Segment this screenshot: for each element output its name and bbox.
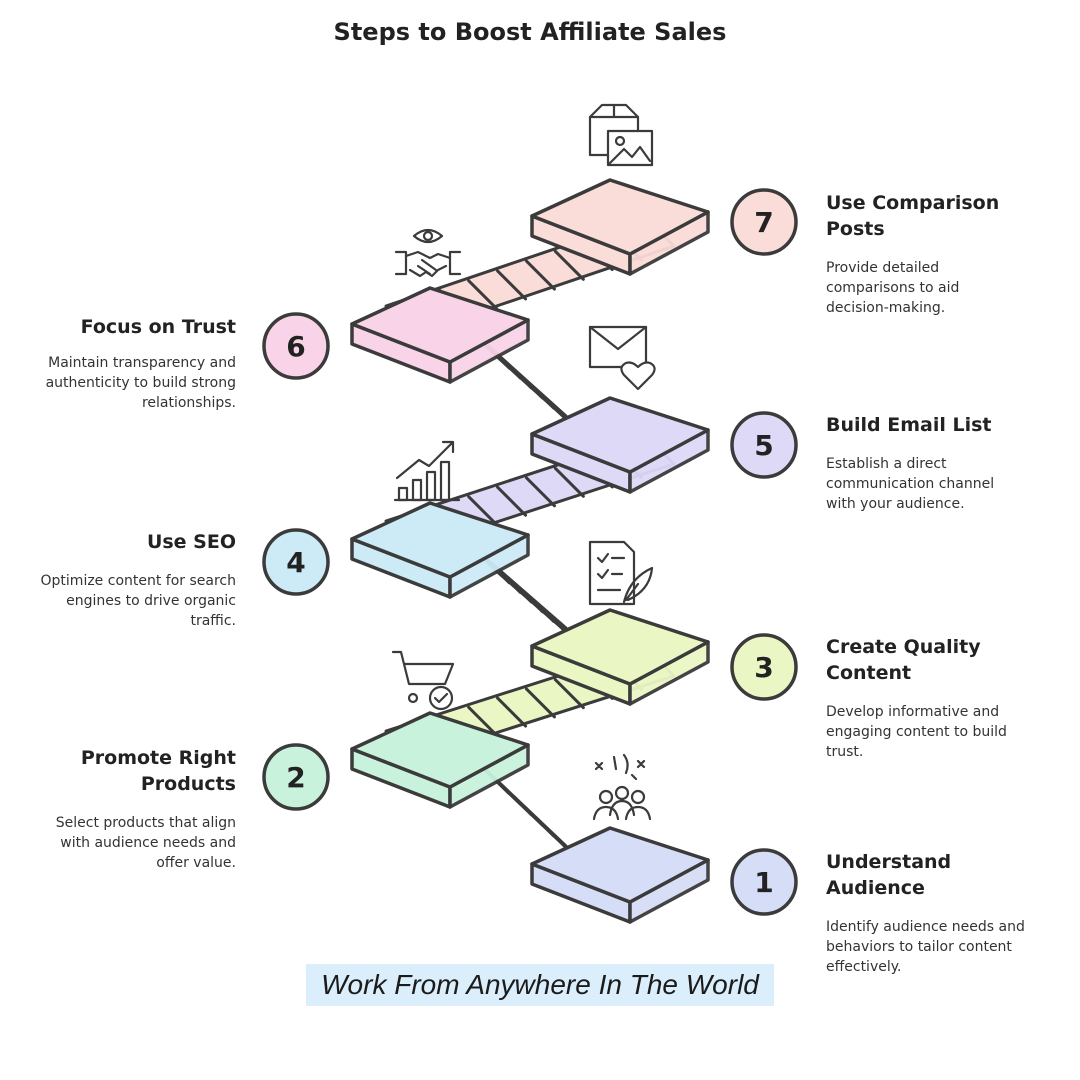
handshake-eye-icon <box>394 228 462 278</box>
step-4-title: Use SEO <box>146 531 236 553</box>
step-7-description: Provide detailed comparisons to aid deci… <box>826 260 960 316</box>
stair-platform-1 <box>530 826 710 924</box>
step-1-badge: 1 <box>730 848 798 916</box>
stair-platform-3 <box>530 608 710 706</box>
step-6-description: Maintain transparency and authenticity t… <box>45 355 236 411</box>
step-5-title: Build Email List <box>826 414 992 436</box>
step-2-title: Promote Right Products <box>80 747 236 795</box>
step-4-badge: 4 <box>262 528 330 596</box>
page-title: Steps to Boost Affiliate Sales <box>333 18 727 46</box>
stair-platform-4 <box>350 501 530 599</box>
footer-banner: Work From Anywhere In The World <box>306 964 774 1006</box>
stair-platform-6 <box>350 286 530 384</box>
stair-platform-5 <box>530 396 710 494</box>
audience-celebration-icon <box>592 753 652 821</box>
step-6-title: Focus on Trust <box>80 316 236 338</box>
step-7-title: Use Comparison Posts <box>826 192 1000 240</box>
envelope-heart-icon <box>588 325 656 391</box>
step-2-number: 2 <box>286 761 305 794</box>
step-2-badge: 2 <box>262 743 330 811</box>
step-6-number: 6 <box>286 330 305 363</box>
step-5-description: Establish a direct communication channel… <box>826 456 995 512</box>
step-5-badge: 5 <box>730 411 798 479</box>
step-3-number: 3 <box>754 651 773 684</box>
step-1-description: Identify audience needs and behaviors to… <box>826 919 1025 975</box>
step-7-badge: 7 <box>730 188 798 256</box>
shopping-cart-check-icon <box>391 650 455 711</box>
checklist-pen-icon <box>588 540 654 606</box>
step-3-badge: 3 <box>730 633 798 701</box>
step-4-description: Optimize content for search engines to d… <box>40 573 236 629</box>
growth-chart-icon <box>393 440 461 502</box>
step-1-title: Understand Audience <box>826 851 952 899</box>
step-6-badge: 6 <box>262 312 330 380</box>
stair-platform-2 <box>350 711 530 809</box>
step-5-number: 5 <box>754 429 773 462</box>
step-3-title: Create Quality Content <box>826 636 981 684</box>
stair-platform-7 <box>530 178 710 276</box>
step-2-description: Select products that align with audience… <box>55 815 236 871</box>
box-image-icon <box>588 103 654 167</box>
step-3-description: Develop informative and engaging content… <box>826 704 1007 760</box>
step-7-number: 7 <box>754 206 773 239</box>
step-4-number: 4 <box>286 546 305 579</box>
step-1-number: 1 <box>754 866 773 899</box>
